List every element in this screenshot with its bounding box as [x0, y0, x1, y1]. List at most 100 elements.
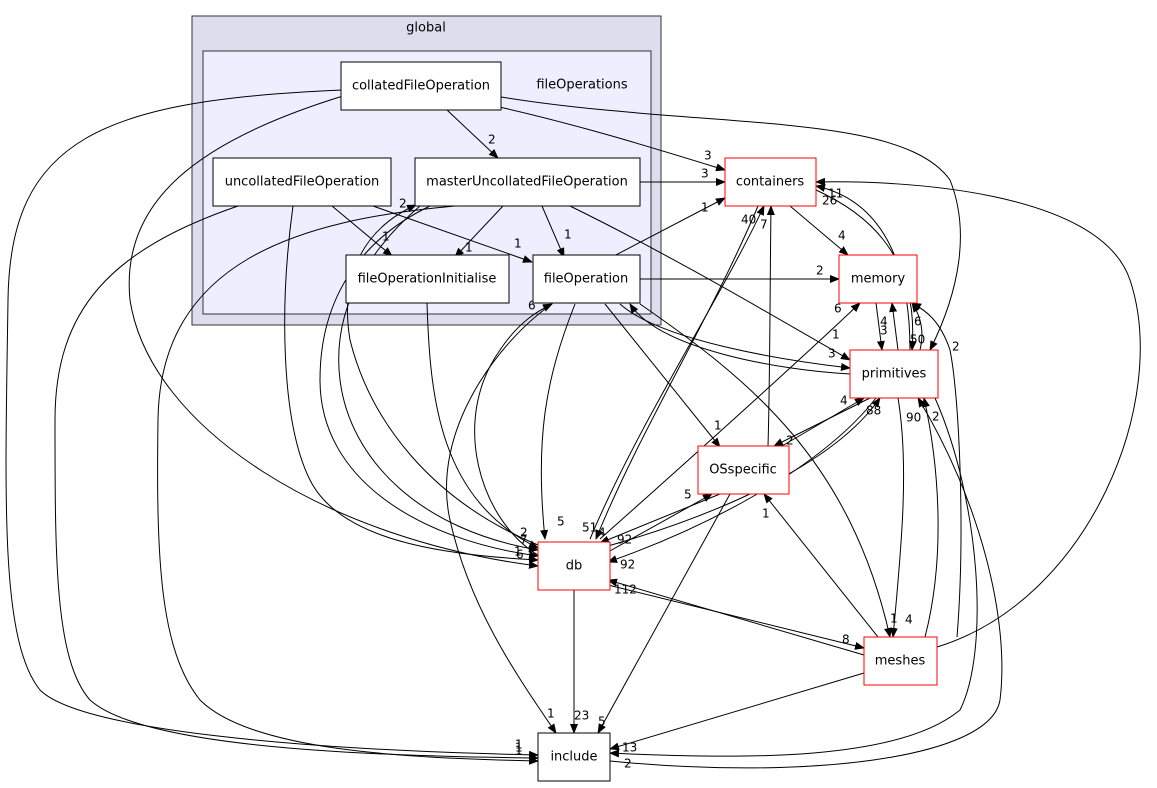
edge-label: 92	[617, 533, 632, 547]
edge-master-db-b	[319, 205, 539, 559]
edge-meshes-OSspecific	[763, 493, 879, 638]
edges	[5, 89, 1141, 769]
edge-db-containers	[589, 205, 765, 540]
edge-master-fileOperationInitialise	[454, 205, 504, 258]
edge-label: 5	[684, 488, 692, 502]
edge-label: 1	[382, 230, 390, 244]
edge-label: 23	[574, 709, 589, 723]
node-fileOperationInitialise[interactable]: fileOperationInitialise	[345, 254, 510, 304]
edge-uncollated-include	[54, 205, 539, 762]
edge-db-fileOperation	[474, 303, 553, 556]
edge-label: 26	[822, 194, 837, 208]
edge-label: 4	[840, 394, 848, 408]
node-label: include	[550, 750, 597, 765]
node-label: db	[566, 559, 583, 574]
node-containers[interactable]: containers	[724, 157, 817, 207]
edge-label: 3	[704, 149, 712, 163]
edge-collated-db	[128, 95, 539, 569]
edge-label: 88	[866, 404, 881, 418]
edge-label: 1	[762, 507, 770, 521]
edge-memory-primitives-a	[875, 302, 885, 351]
edge-primitives-meshes	[889, 397, 905, 638]
edge-label: 2	[932, 410, 940, 424]
edge-primitives-include	[609, 397, 978, 758]
edge-fileOperation-primitives	[619, 303, 851, 371]
edge-label: 13	[622, 741, 637, 755]
edge-OSspecific-db	[599, 493, 721, 544]
edge-master-fileOperation	[541, 205, 565, 258]
edge-label: 3	[701, 167, 709, 181]
node-fileOperation[interactable]: fileOperation	[532, 254, 641, 304]
edge-containers-memory	[789, 205, 849, 256]
edge-collated-containers	[494, 105, 726, 172]
edge-label: 2	[952, 340, 960, 354]
edge-label: 11	[828, 187, 843, 201]
edge-label: 1	[515, 741, 523, 755]
node-meshes[interactable]: meshes	[863, 636, 938, 686]
edge-label: 1	[514, 545, 522, 559]
edge-label: 3	[880, 324, 888, 338]
node-memory[interactable]: memory	[838, 254, 918, 304]
node-label: meshes	[875, 654, 926, 669]
node-uncollatedFileOperation[interactable]: uncollatedFileOperation	[212, 157, 392, 207]
cluster-fileOperations-label: fileOperations	[536, 78, 627, 93]
edge-label: 112	[614, 583, 637, 597]
edge-label: 5	[598, 715, 606, 729]
node-label: collatedFileOperation	[352, 79, 490, 94]
edge-label: 2	[520, 526, 528, 540]
edge-fileOperation-include	[446, 303, 557, 734]
edge-collated-master	[446, 109, 499, 159]
edge-label: 7	[760, 218, 768, 232]
edge-uncollated-fileOperation	[372, 205, 533, 263]
node-label: primitives	[862, 367, 927, 382]
edge-label: 8	[842, 633, 850, 647]
edge-label: 4	[598, 526, 606, 540]
edge-OSspecific-include	[597, 493, 731, 734]
edge-label: 40	[741, 213, 756, 227]
edge-label: 1	[547, 707, 555, 721]
edge-containers-db	[595, 205, 759, 540]
node-collatedFileOperation[interactable]: collatedFileOperation	[340, 61, 502, 111]
edge-label: 2	[488, 133, 496, 147]
edge-db-meshes	[607, 584, 865, 650]
edge-label: 1	[465, 241, 473, 255]
edge-label: 6	[914, 315, 922, 329]
edge-label: 90	[906, 411, 921, 425]
edge-label: 1	[564, 228, 572, 242]
edge-label: 4	[905, 613, 913, 627]
edge-label: 1	[701, 201, 709, 215]
edge-master-include	[157, 205, 539, 765]
edge-db-master	[347, 204, 539, 546]
edge-label: 6	[528, 299, 536, 313]
edge-primitives-containers	[815, 184, 911, 351]
node-primitives[interactable]: primitives	[849, 349, 939, 399]
node-label: fileOperation	[544, 272, 629, 287]
node-label: memory	[851, 272, 906, 287]
edge-fileOperation-OSspecific	[604, 303, 721, 448]
edge-label: 5	[557, 515, 565, 529]
edge-labels: 2 3 3 2 1 1 1 1 1 2 1 3 1 5 4 40 7 11 26…	[382, 133, 960, 771]
edge-label: 4	[838, 229, 846, 243]
edge-label: 2	[786, 434, 794, 448]
node-include[interactable]: include	[537, 732, 611, 782]
edge-containers-primitives	[815, 189, 917, 351]
edge-fileOperation-containers	[611, 197, 726, 258]
edge-label: 2	[624, 757, 632, 771]
edge-primitives-fileOperation	[629, 303, 851, 375]
edge-label: 2	[816, 264, 824, 278]
edge-meshes-db	[607, 578, 865, 656]
edge-uncollated-db	[284, 205, 539, 564]
edge-label: 1	[514, 237, 522, 251]
edge-meshes-include	[609, 672, 865, 751]
edge-include-primitives	[609, 397, 1003, 769]
edge-label: 51	[582, 521, 597, 535]
node-OSspecific[interactable]: OSspecific	[697, 445, 790, 495]
node-db[interactable]: db	[537, 541, 611, 591]
edge-collated-primitives	[494, 95, 961, 351]
node-label: masterUncollatedFileOperation	[426, 175, 628, 190]
edge-fileOperation-db	[540, 303, 576, 540]
node-masterUncollatedFileOperation[interactable]: masterUncollatedFileOperation	[414, 157, 641, 207]
edge-meshes-primitives	[922, 397, 939, 638]
edge-meshes-containers	[815, 177, 1141, 648]
edge-label: 92	[620, 558, 635, 572]
